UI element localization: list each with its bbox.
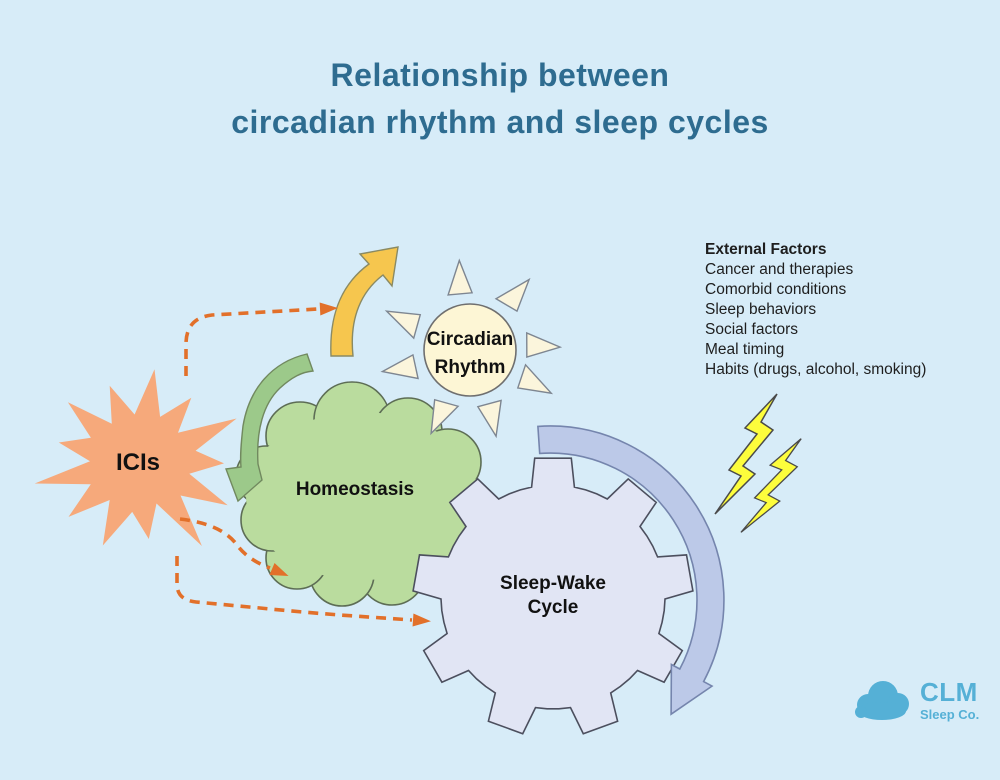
- external-factor-item: Cancer and therapies: [705, 261, 854, 278]
- circadian-rhythm-label-line2: Rhythm: [435, 357, 506, 378]
- logo-tagline: Sleep Co.: [920, 707, 980, 722]
- external-factor-item: Meal timing: [705, 341, 785, 358]
- lightning-icon: [714, 393, 802, 533]
- sleep-wake-label-line1: Sleep-Wake: [500, 573, 606, 594]
- external-factors-heading: External Factors: [705, 241, 827, 258]
- external-factors-list: External Factors Cancer and therapies Co…: [705, 240, 965, 380]
- cycle-arrow: [537, 425, 725, 716]
- title-line-2: circadian rhythm and sleep cycles: [231, 104, 769, 140]
- gear-icon: [412, 457, 694, 735]
- external-factor-item: Comorbid conditions: [705, 281, 847, 298]
- homeostasis-cloud-shape: [235, 381, 490, 607]
- sleep-wake-label-line2: Cycle: [528, 597, 579, 618]
- diagram-title: Relationship between circadian rhythm an…: [0, 52, 1000, 146]
- external-factor-item: Social factors: [705, 321, 799, 338]
- external-factor-item: Sleep behaviors: [705, 301, 817, 318]
- homeostasis-label: Homeostasis: [296, 479, 414, 500]
- circadian-rhythm-label-line1: Circadian: [427, 329, 514, 350]
- green-down-arrow: [225, 353, 314, 503]
- clm-sleep-co-logo: CLM Sleep Co.: [852, 672, 992, 728]
- starburst-icon: [34, 369, 237, 546]
- dashed-arrows: [175, 302, 431, 627]
- logo-name: CLM: [920, 677, 978, 707]
- logo-cloud-icon: [855, 681, 909, 720]
- sun-icon: [380, 258, 563, 439]
- title-line-1: Relationship between: [330, 57, 670, 93]
- icis-label: ICIs: [116, 449, 160, 476]
- yellow-up-arrow: [330, 246, 399, 357]
- external-factor-item: Habits (drugs, alcohol, smoking): [705, 361, 927, 378]
